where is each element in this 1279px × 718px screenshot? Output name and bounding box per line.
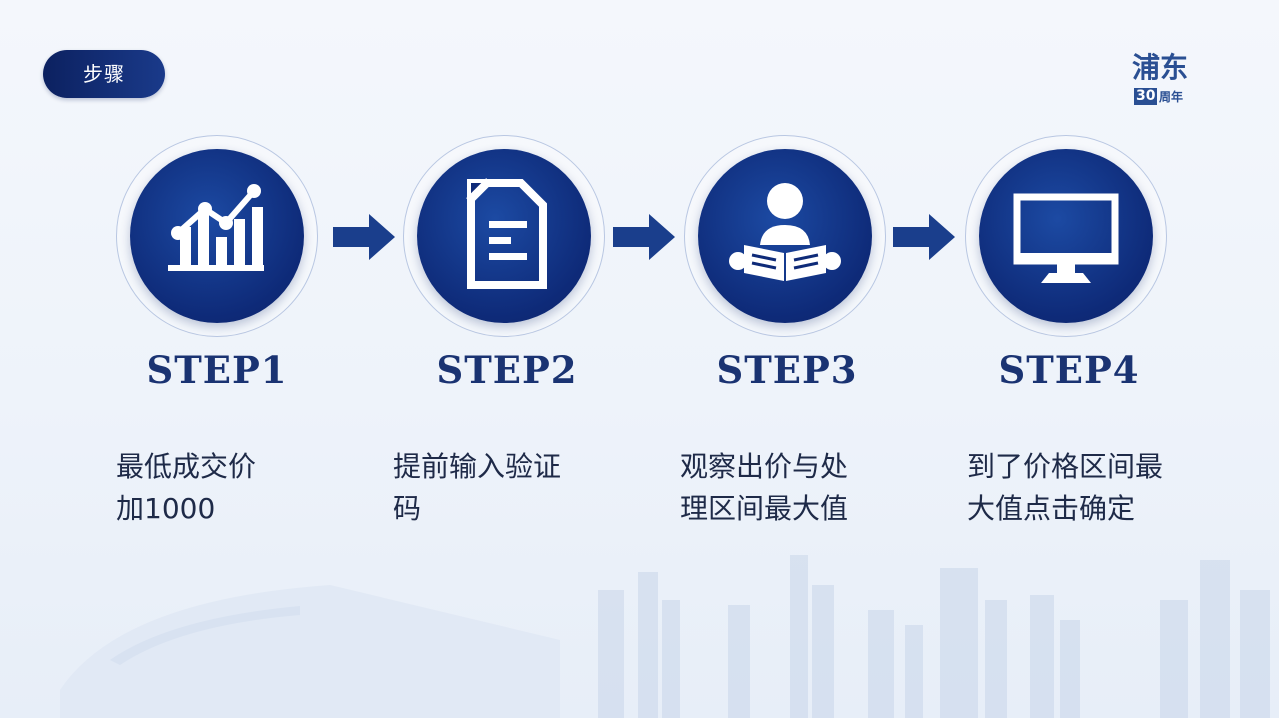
step3-description-line2: 理区间最大值 xyxy=(680,492,849,525)
step2-description-line2: 码 xyxy=(393,492,422,525)
step4-title: STEP4 xyxy=(998,348,1140,392)
step2-title: STEP2 xyxy=(436,348,578,392)
step1-description-line1: 最低成交价 xyxy=(116,450,257,483)
step2-description-line1: 提前输入验证 xyxy=(393,450,562,483)
pudong-30th-logo: 浦东 30 周年 xyxy=(1128,52,1198,112)
logo-number: 30 xyxy=(1134,88,1158,105)
step1-circle xyxy=(130,149,304,323)
logo-sub-text: 周年 xyxy=(1159,90,1184,104)
arrow-right-icon xyxy=(613,214,675,260)
chart-icon xyxy=(168,184,264,271)
arrow-right-icon xyxy=(893,214,955,260)
step1-description: 最低成交价 加1000 xyxy=(116,446,356,530)
step1-description-line2: 加1000 xyxy=(116,492,216,525)
step4-circle xyxy=(979,149,1153,323)
monitor-icon xyxy=(1013,193,1119,283)
logo-top-text: 浦东 xyxy=(1132,51,1189,84)
step3-description-line1: 观察出价与处 xyxy=(680,450,849,483)
document-icon xyxy=(466,178,547,289)
step2-circle xyxy=(417,149,591,323)
arrow-right-icon xyxy=(333,214,395,260)
step1-title: STEP1 xyxy=(146,348,288,392)
step3-title: STEP3 xyxy=(716,348,858,392)
step4-description-line2: 大值点击确定 xyxy=(967,492,1136,525)
section-badge: 步骤 xyxy=(43,50,165,98)
reader-icon xyxy=(729,183,841,281)
step3-circle xyxy=(698,149,872,323)
step3-description: 观察出价与处 理区间最大值 xyxy=(680,446,920,530)
step4-description-line1: 到了价格区间最 xyxy=(967,450,1164,483)
step4-description: 到了价格区间最 大值点击确定 xyxy=(967,446,1237,530)
step2-description: 提前输入验证 码 xyxy=(393,446,633,530)
